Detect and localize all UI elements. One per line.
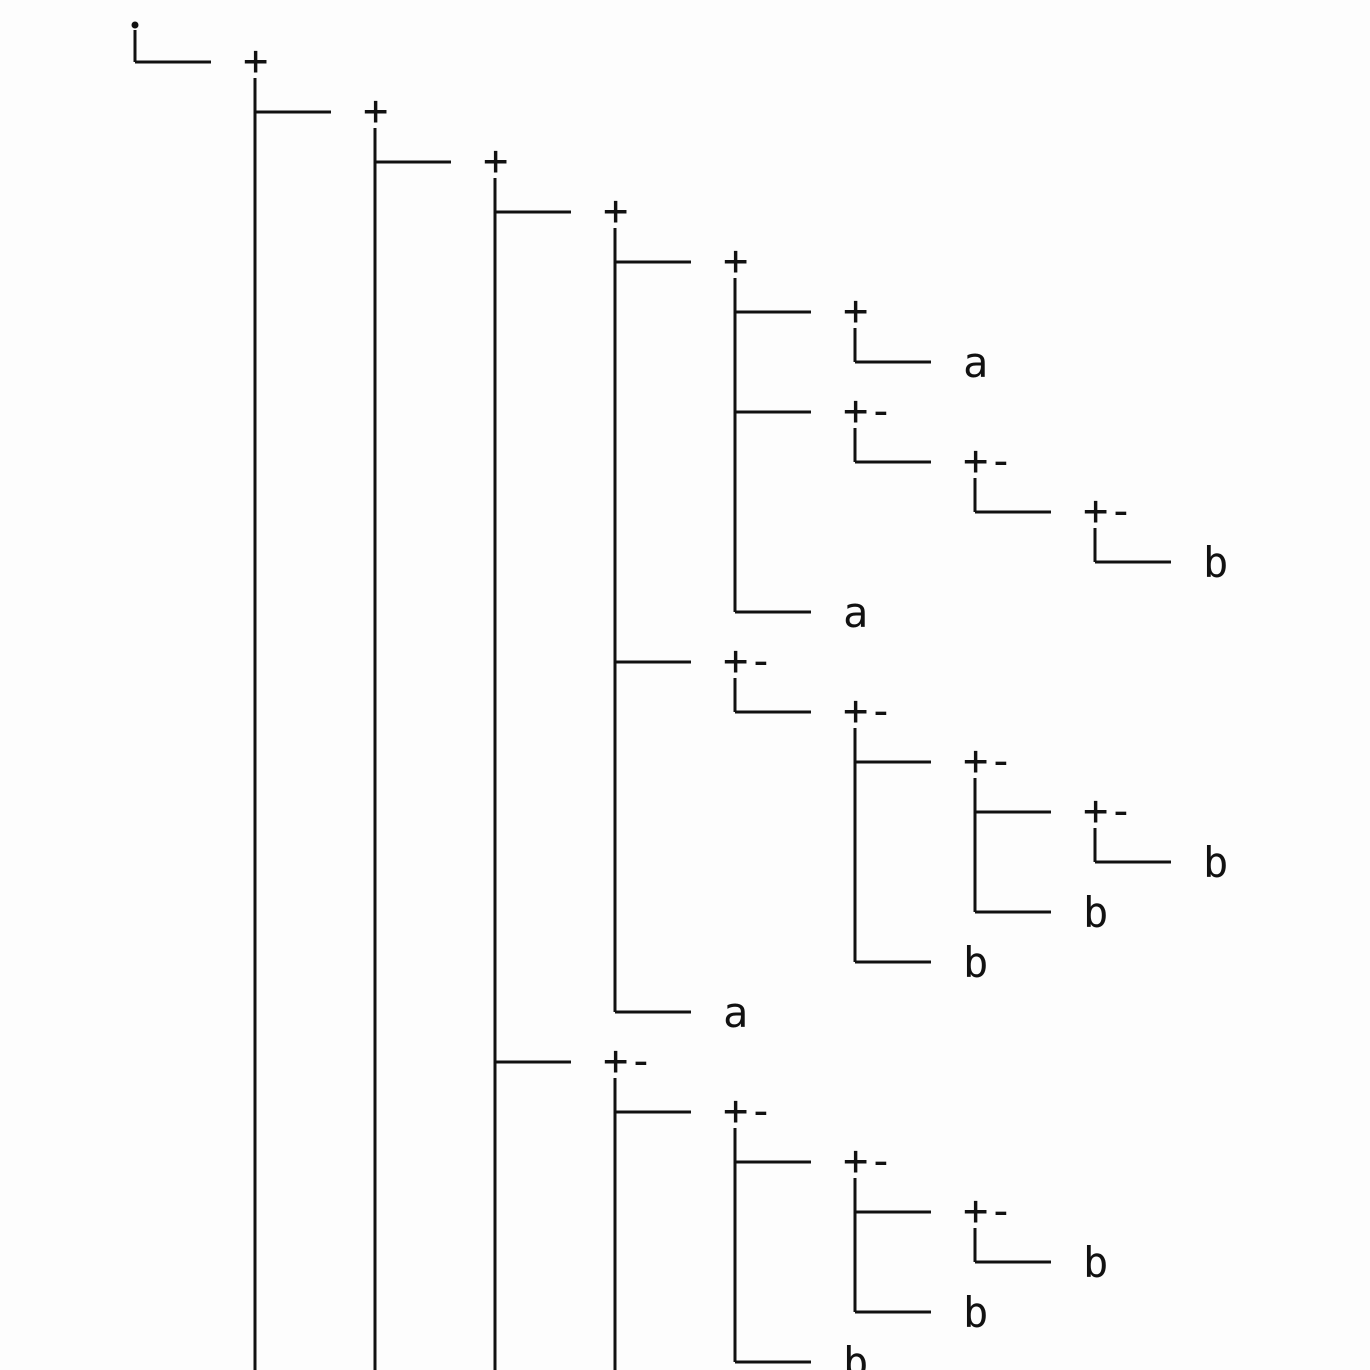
leaf-label: a [843, 588, 868, 637]
branch-node-label: +- [963, 1186, 1014, 1235]
leaf-label: b [963, 938, 988, 987]
leaf-label: b [1203, 538, 1228, 587]
leaf-label: a [963, 338, 988, 387]
branch-node-label: + [483, 136, 508, 185]
branch-node-label: +- [723, 636, 774, 685]
branch-node-label: +- [963, 736, 1014, 785]
leaf-label: b [843, 1338, 868, 1370]
branch-node-label: +- [603, 1036, 654, 1085]
leaf-label: a [723, 988, 748, 1037]
branch-node-label: +- [843, 1136, 894, 1185]
leaf-label: b [1083, 1238, 1108, 1287]
branch-node-label: +- [1083, 486, 1134, 535]
branch-node-label: + [603, 186, 628, 235]
branch-node-label: +- [1083, 786, 1134, 835]
branch-node-label: +- [843, 686, 894, 735]
branch-node-label: +- [843, 386, 894, 435]
leaf-label: b [1203, 838, 1228, 887]
leaf-label: b [963, 1288, 988, 1337]
root-node-dot [131, 21, 139, 29]
branch-node-label: + [363, 86, 388, 135]
branch-node-label: + [723, 236, 748, 285]
branch-node-label: +- [723, 1086, 774, 1135]
branch-node-label: + [243, 36, 268, 85]
branch-node-label: + [843, 286, 868, 335]
leaf-label: b [1083, 888, 1108, 937]
branch-node-label: +- [963, 436, 1014, 485]
